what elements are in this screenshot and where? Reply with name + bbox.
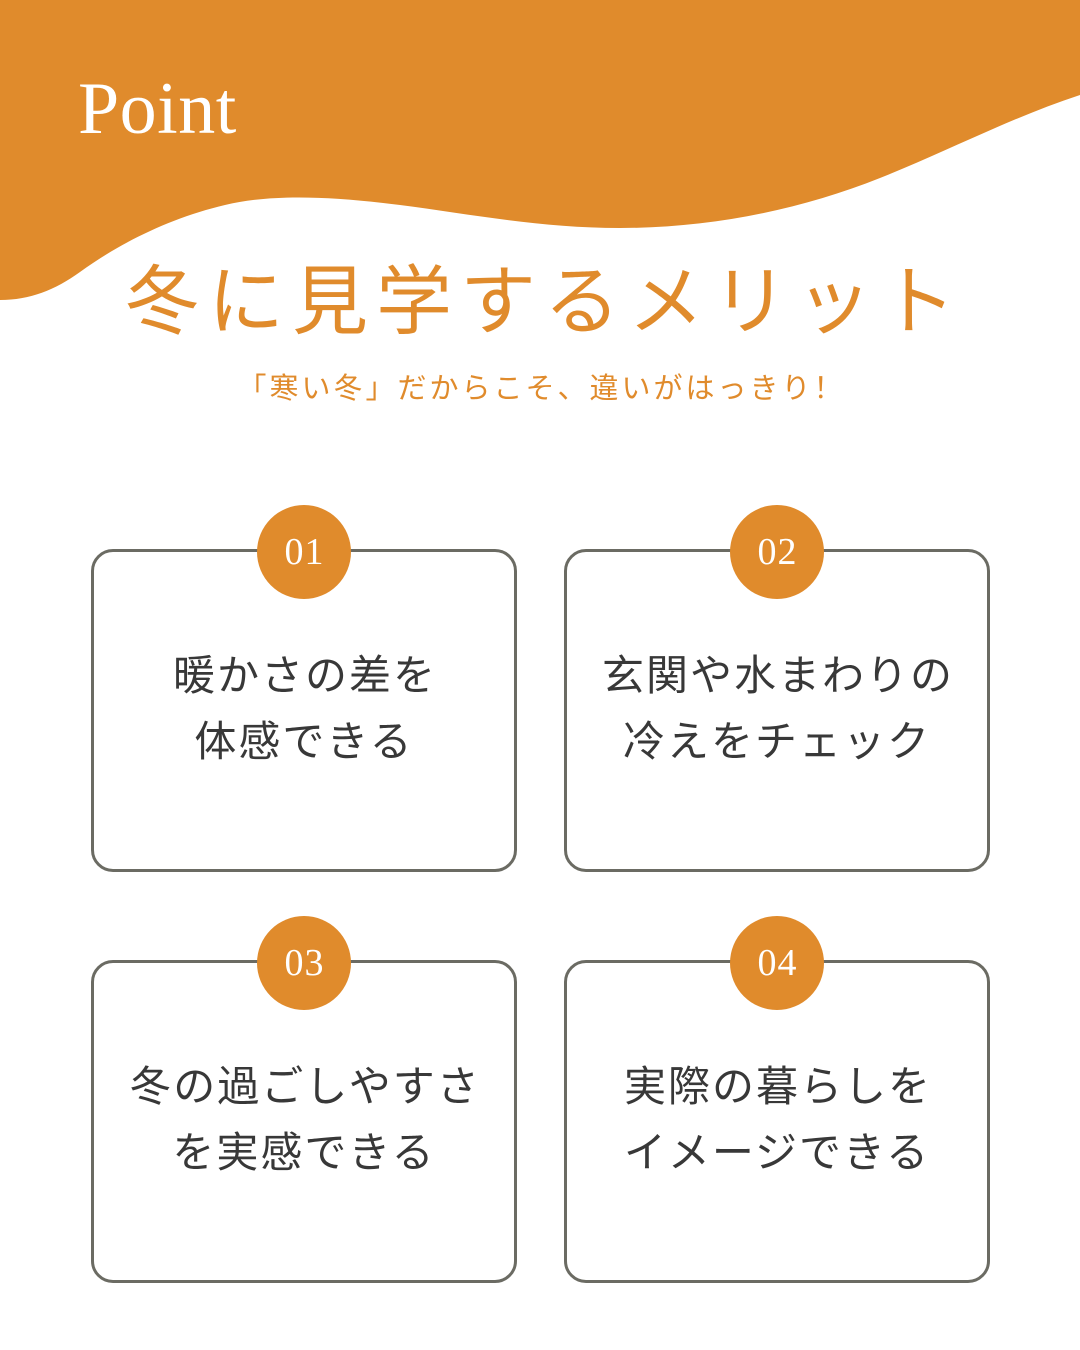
card-number-badge: 03 — [257, 916, 351, 1010]
card-number-badge: 02 — [730, 505, 824, 599]
card-text: 玄関や水まわりの 冷えをチェック — [601, 654, 954, 766]
card-text: 冬の過ごしやすさ を実感できる — [129, 1065, 481, 1177]
title-block: 冬に見学するメリット 「寒い冬」だからこそ、違いがはっきり！ — [0, 261, 1080, 406]
benefit-card-01[interactable]: 01 暖かさの差を 体感できる — [91, 505, 517, 872]
card-row-top: 01 暖かさの差を 体感できる 02 玄関や水まわりの 冷えをチェック — [91, 505, 990, 872]
card-number-badge: 04 — [730, 916, 824, 1010]
wave-shape — [0, 0, 1080, 300]
card-row-bottom: 03 冬の過ごしやすさ を実感できる 04 実際の暮らしを イメージできる — [91, 916, 990, 1283]
page-subtitle: 「寒い冬」だからこそ、違いがはっきり！ — [237, 372, 846, 405]
header-label: Point — [78, 68, 237, 150]
benefit-card-02[interactable]: 02 玄関や水まわりの 冷えをチェック — [564, 505, 990, 872]
benefit-card-04[interactable]: 04 実際の暮らしを イメージできる — [564, 916, 990, 1283]
header-wave-decoration — [0, 0, 1080, 300]
card-number-badge: 01 — [257, 505, 351, 599]
card-text: 暖かさの差を 体感できる — [172, 654, 437, 766]
benefit-card-03[interactable]: 03 冬の過ごしやすさ を実感できる — [91, 916, 517, 1283]
benefit-cards-grid: 01 暖かさの差を 体感できる 02 玄関や水まわりの 冷えをチェック 03 冬… — [91, 505, 990, 1283]
card-text: 実際の暮らしを イメージできる — [623, 1065, 932, 1177]
page-title: 冬に見学するメリット — [124, 261, 964, 345]
